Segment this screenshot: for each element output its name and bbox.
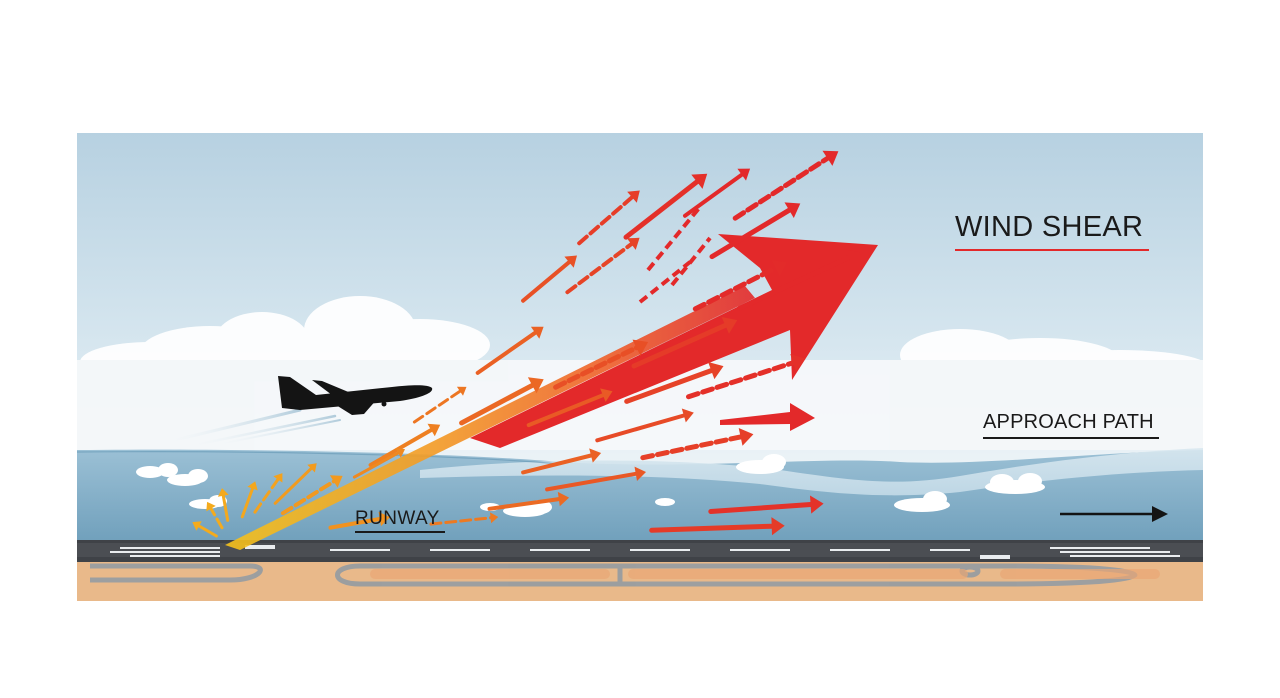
- taxiways: [90, 563, 1138, 587]
- wind-arrow-shaft: [429, 516, 493, 526]
- wind-arrow-head: [844, 249, 861, 266]
- wind-arrow-shaft: [623, 179, 700, 240]
- wind-arrow-shaft: [577, 195, 634, 246]
- wind-arrows: [192, 150, 861, 538]
- wind-arrow-shaft: [638, 260, 692, 304]
- wind-arrow-shaft: [683, 172, 744, 218]
- wind-arrow-shaft: [624, 368, 714, 404]
- wind-arrow-shaft: [631, 322, 728, 369]
- runway-underline: [355, 531, 445, 533]
- wind-arrow-head: [589, 448, 602, 463]
- wind-arrow-head: [307, 463, 317, 473]
- wind-arrow-head: [378, 511, 390, 527]
- wind-arrow-shaft: [280, 479, 336, 516]
- wind-arrow-head: [632, 339, 649, 356]
- wind-arrow-shaft: [459, 382, 535, 426]
- wind-arrow-head: [822, 150, 839, 166]
- wind-arrow-head: [206, 501, 216, 512]
- wind-arrow-head: [427, 423, 441, 437]
- wind-arrow-shaft: [253, 478, 280, 514]
- wind-arrow-shaft: [545, 471, 638, 492]
- wind-arrow-shaft: [352, 451, 400, 479]
- wind-arrow-shaft: [526, 393, 605, 428]
- wind-arrow-shaft: [709, 207, 792, 260]
- wind-arrow-shaft: [670, 236, 712, 287]
- wind-arrow-head: [329, 475, 343, 488]
- wind-arrow-head: [456, 386, 467, 396]
- wind-arrow-head: [564, 255, 577, 268]
- wind-arrow-head: [721, 317, 738, 334]
- diagram-title: WIND SHEAR: [955, 211, 1144, 243]
- background-clouds: [77, 296, 1203, 450]
- wind-arrow-shaft: [553, 345, 639, 390]
- wind-arrow-head: [490, 512, 499, 524]
- threshold-markings: [110, 545, 1180, 559]
- wind-arrow-head: [681, 408, 694, 423]
- wind-arrow-head: [395, 448, 405, 458]
- wind-arrow-head: [527, 377, 544, 394]
- contrails: [148, 408, 341, 452]
- wind-arrow-shaft: [649, 523, 775, 533]
- wind-arrow-head: [600, 388, 613, 402]
- wind-arrow-shaft: [732, 155, 830, 221]
- airplane-silhouette-icon: [278, 376, 433, 415]
- wind-arrow-head: [810, 495, 824, 514]
- wind-arrow-head: [738, 428, 754, 446]
- title-underline: [955, 249, 1149, 251]
- runway-label: RUNWAY: [355, 508, 440, 529]
- approach-underline: [983, 437, 1159, 439]
- wind-arrow-shaft: [692, 265, 778, 312]
- wind-arrow-shaft: [209, 507, 224, 530]
- wind-arrow-shaft: [737, 255, 851, 311]
- wind-arrow-shaft: [487, 497, 561, 511]
- wind-arrow-shaft: [565, 242, 634, 295]
- wind-arrow-shaft: [197, 524, 218, 538]
- wind-arrow-shaft: [521, 453, 593, 475]
- wind-arrow-head: [771, 260, 788, 277]
- wind-arrow-head: [192, 521, 202, 531]
- wind-arrow-shaft: [368, 428, 434, 467]
- wind-arrow-head: [557, 491, 570, 507]
- wind-arrow-head: [626, 237, 640, 250]
- wind-arrow-shaft: [595, 413, 686, 443]
- wind-arrow-head: [273, 473, 283, 483]
- wind-arrow-head: [708, 362, 724, 380]
- wind-arrow-head: [720, 403, 815, 431]
- wind-arrow-head: [691, 173, 708, 189]
- wind-arrow-head: [771, 517, 785, 536]
- wind-arrow-shaft: [328, 517, 382, 530]
- wind-arrow-shaft: [640, 434, 744, 461]
- wind-arrow-head: [530, 326, 544, 339]
- wind-arrow-shaft: [221, 494, 230, 522]
- wind-arrow-head: [790, 354, 806, 372]
- wind-arrow-shaft: [475, 330, 538, 375]
- wind-arrow-head: [217, 488, 229, 497]
- wind-arrow-shaft: [708, 502, 814, 514]
- wind-arrow-head: [784, 202, 801, 218]
- wind-arrow-head: [634, 466, 646, 481]
- main-wind-arrow: [470, 234, 878, 448]
- wind-arrow-shaft: [273, 467, 313, 505]
- wind-arrow-shaft: [686, 360, 796, 400]
- wind-arrow-head: [627, 190, 640, 203]
- wind-arrow-head: [247, 481, 258, 491]
- approach-path-label: APPROACH PATH: [983, 411, 1154, 433]
- wind-arrow-shaft: [240, 487, 254, 519]
- wind-arrow-shaft: [521, 260, 572, 303]
- wind-arrow-shaft: [412, 389, 462, 424]
- right-arrow-icon: [1060, 506, 1168, 522]
- wind-arrow-head: [737, 168, 751, 181]
